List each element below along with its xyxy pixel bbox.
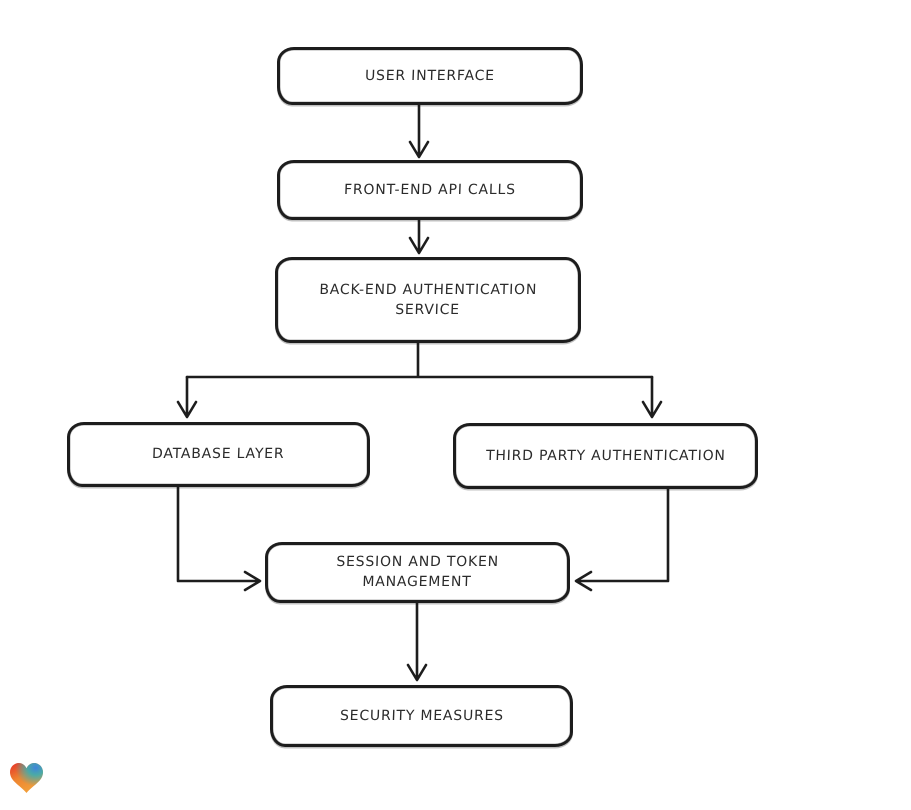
node-label: USER INTERFACE: [364, 67, 496, 84]
node-session-and-token-management: SESSION AND TOKEN MANAGEMENT: [265, 542, 570, 603]
node-label: SESSION AND TOKEN MANAGEMENT: [336, 554, 500, 591]
node-front-end-api-calls: FRONT-END API CALLS: [277, 160, 583, 220]
heart-logo[interactable]: [10, 763, 43, 794]
node-third-party-authentication: THIRD PARTY AUTHENTICATION: [453, 423, 758, 489]
edge-front-end-to-back-end: [408, 218, 430, 255]
node-label: SECURITY MEASURES: [339, 707, 504, 724]
edge-database-to-session: [176, 485, 262, 592]
node-label: THIRD PARTY AUTHENTICATION: [485, 447, 726, 464]
node-label: DATABASE LAYER: [152, 446, 285, 463]
edge-user-interface-to-front-end: [408, 103, 430, 159]
node-label: FRONT-END API CALLS: [343, 181, 517, 198]
edge-third-party-to-session: [574, 487, 670, 592]
node-user-interface: USER INTERFACE: [277, 47, 583, 105]
node-security-measures: SECURITY MEASURES: [270, 685, 573, 747]
edge-session-to-security: [406, 601, 428, 682]
heart-shape-overlay: [10, 763, 43, 793]
node-database-layer: DATABASE LAYER: [67, 422, 370, 487]
edge-back-end-branch: [185, 341, 654, 379]
edge-branch-to-database-layer: [176, 375, 198, 419]
edge-branch-to-third-party: [641, 375, 663, 419]
node-label: BACK-END AUTHENTICATION SERVICE: [319, 281, 538, 318]
node-back-end-authentication-service: BACK-END AUTHENTICATION SERVICE: [275, 257, 581, 343]
